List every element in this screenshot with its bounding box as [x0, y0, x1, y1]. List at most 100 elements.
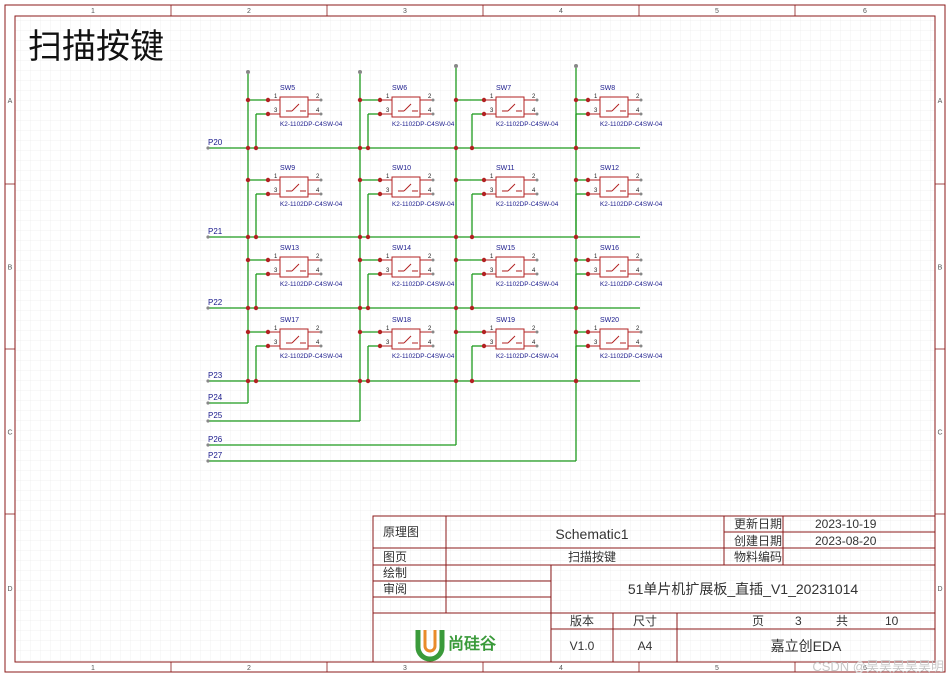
pin-number: 2 [636, 326, 640, 332]
pin-number: 2 [428, 174, 432, 180]
pin-end [535, 344, 539, 348]
label-page: 图页 [383, 550, 407, 564]
pin-end [319, 178, 323, 182]
switch-part-number: K2-1102DP-C4SW-04 [496, 281, 559, 288]
crossing-dot [245, 234, 251, 240]
junction-dot [365, 145, 371, 151]
net-label-p24: P24 [208, 393, 223, 402]
pin-end [535, 98, 539, 102]
switch-lever [611, 183, 620, 192]
pin-number: 3 [274, 108, 278, 114]
crossing-dot [245, 378, 251, 384]
switch-body [599, 176, 629, 198]
pin-number: 4 [428, 188, 432, 194]
net-port [206, 146, 210, 150]
pin-number: 3 [386, 188, 390, 194]
junction-dot [365, 378, 371, 384]
pin-number: 3 [594, 340, 598, 346]
pin-number: 3 [386, 268, 390, 274]
zone-row-label: A [8, 98, 13, 105]
pin-number: 3 [490, 340, 494, 346]
pin-end [535, 192, 539, 196]
switch-body [279, 256, 309, 278]
pin-number: 2 [532, 326, 536, 332]
zone-row-label: D [7, 586, 12, 593]
size-value: A4 [638, 639, 653, 653]
switch-part-number: K2-1102DP-C4SW-04 [280, 201, 343, 208]
label-schematic: 原理图 [383, 525, 419, 539]
pin-end [639, 178, 643, 182]
net-label-p25: P25 [208, 411, 223, 420]
pin-number: 4 [316, 188, 320, 194]
switch-lever [403, 335, 412, 344]
junction-dot [253, 378, 259, 384]
crossing-dot [573, 234, 579, 240]
pin-number: 4 [428, 268, 432, 274]
pin-end [535, 178, 539, 182]
crossing-dot [453, 145, 459, 151]
switch-ref: SW5 [280, 85, 295, 92]
switch-lever [291, 103, 300, 112]
switch-ref: SW14 [392, 245, 411, 252]
pin-end [639, 344, 643, 348]
pin-number: 3 [490, 188, 494, 194]
switch-ref: SW9 [280, 165, 295, 172]
pin-number: 1 [594, 326, 598, 332]
crossing-dot [573, 378, 579, 384]
junction-dot [245, 257, 251, 263]
switch-body [279, 96, 309, 118]
switch-ref: SW11 [496, 165, 515, 172]
switch-part-number: K2-1102DP-C4SW-04 [496, 121, 559, 128]
label-drawn: 绘制 [383, 565, 407, 580]
pin-end [535, 258, 539, 262]
switch-ref: SW7 [496, 85, 511, 92]
net-port [206, 401, 210, 405]
switch-ref: SW15 [496, 245, 515, 252]
pin-end [431, 330, 435, 334]
junction-dot [453, 177, 459, 183]
zone-col-label: 5 [715, 8, 719, 15]
switch-part-number: K2-1102DP-C4SW-04 [600, 281, 663, 288]
pin-number: 3 [274, 188, 278, 194]
pin-number: 1 [274, 326, 278, 332]
label-version: 版本 [570, 614, 594, 628]
switch-ref: SW13 [280, 245, 299, 252]
pin-end [431, 258, 435, 262]
wire-end [454, 64, 458, 68]
junction-dot [365, 305, 371, 311]
pin-number: 4 [316, 268, 320, 274]
crossing-dot [245, 145, 251, 151]
junction-dot [469, 145, 475, 151]
pin-number: 2 [636, 174, 640, 180]
pin-number: 1 [594, 174, 598, 180]
pin-end [319, 112, 323, 116]
net-label-p26: P26 [208, 435, 223, 444]
net-port [206, 419, 210, 423]
junction-dot [453, 329, 459, 335]
crossing-dot [573, 305, 579, 311]
pin-number: 3 [594, 268, 598, 274]
label-page-no: 页 [752, 614, 764, 628]
zone-col-label: 3 [403, 665, 407, 672]
pin-number: 3 [386, 108, 390, 114]
switch-lever [507, 183, 516, 192]
switch-part-number: K2-1102DP-C4SW-04 [280, 353, 343, 360]
total-pages: 10 [885, 614, 899, 628]
switch-ref: SW12 [600, 165, 619, 172]
zone-row-label: B [938, 265, 943, 272]
pin-number: 2 [636, 254, 640, 260]
updated-date: 2023-10-19 [815, 517, 877, 531]
pin-number: 2 [428, 326, 432, 332]
created-date: 2023-08-20 [815, 534, 877, 548]
crossing-dot [453, 378, 459, 384]
switch-body [391, 256, 421, 278]
junction-dot [573, 97, 579, 103]
